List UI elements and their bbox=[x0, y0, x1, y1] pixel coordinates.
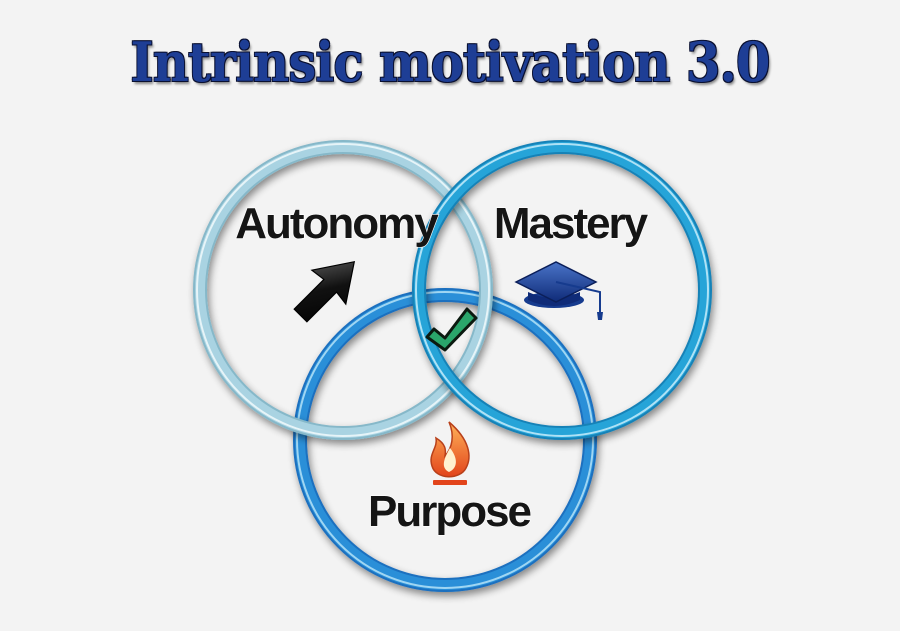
autonomy-ring-color bbox=[195, 142, 491, 438]
autonomy-ring bbox=[193, 140, 493, 440]
flame-icon bbox=[430, 421, 470, 485]
purpose-ring bbox=[293, 288, 597, 592]
page-title: Intrinsic motivation 3.0 bbox=[130, 30, 770, 94]
cursor-arrow-icon bbox=[293, 260, 356, 323]
mastery-ring bbox=[412, 140, 712, 440]
graduation-cap-icon bbox=[514, 261, 603, 320]
purpose-ring-color bbox=[295, 290, 595, 590]
mastery-label: Mastery bbox=[494, 199, 649, 248]
mastery-ring-color bbox=[414, 142, 710, 438]
checkmark-icon bbox=[425, 307, 478, 352]
autonomy-label: Autonomy bbox=[235, 199, 439, 248]
purpose-label: Purpose bbox=[368, 487, 531, 536]
